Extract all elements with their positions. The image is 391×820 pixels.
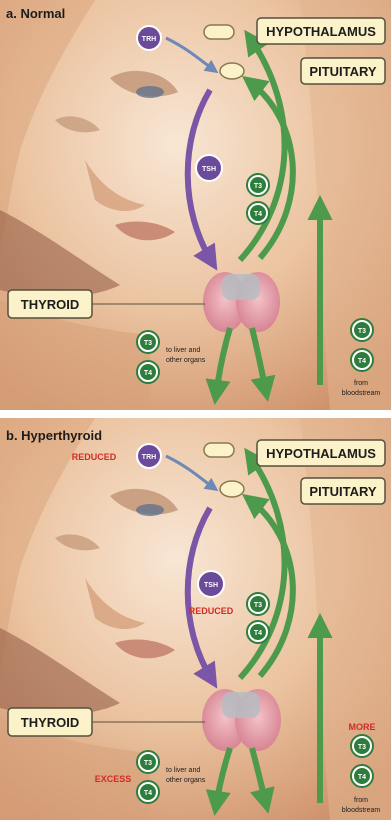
svg-text:T4: T4 (144, 370, 152, 377)
svg-text:T3: T3 (144, 340, 152, 347)
trachea (222, 274, 260, 300)
svg-text:T4: T4 (358, 358, 366, 365)
excess-label: EXCESS (95, 774, 132, 784)
pituitary-label: PITUITARY (309, 484, 376, 499)
blood-note-line1: from (354, 797, 368, 804)
blood-note-line2: bloodstream (342, 807, 381, 814)
hypothalamus-gland (204, 25, 234, 39)
svg-text:TSH: TSH (202, 166, 216, 173)
blood-note-line2: bloodstream (342, 390, 381, 397)
t3-badge-blood: T3 (351, 735, 373, 757)
tsh-reduced-label: REDUCED (189, 606, 234, 616)
t4-badge-blood: T4 (351, 765, 373, 787)
trh-badge: TRH (137, 26, 161, 50)
pituitary-gland (220, 63, 244, 79)
blood-note-line1: from (354, 380, 368, 387)
trh-badge: TRH (137, 444, 161, 468)
hypothalamus-label: HYPOTHALAMUS (266, 24, 376, 39)
t4-badge-organs: T4 (137, 781, 159, 803)
t3-badge-feedback: T3 (247, 593, 269, 615)
t3-badge-feedback: T3 (247, 174, 269, 196)
panel-title: a. Normal (6, 6, 65, 21)
trachea (222, 692, 260, 718)
t4-badge-feedback: T4 (247, 202, 269, 224)
t3-badge-blood: T3 (351, 319, 373, 341)
t4-badge-feedback: T4 (247, 621, 269, 643)
svg-text:T4: T4 (254, 630, 262, 637)
t4-badge-organs: T4 (137, 361, 159, 383)
tsh-badge: TSH (198, 571, 224, 597)
eye-iris (136, 504, 164, 516)
svg-text:T4: T4 (358, 774, 366, 781)
svg-text:T3: T3 (144, 760, 152, 767)
organs-note-line1: to liver and (166, 767, 200, 774)
svg-text:T4: T4 (144, 790, 152, 797)
panel-title: b. Hyperthyroid (6, 428, 102, 443)
eye-iris (136, 86, 164, 98)
t4-badge-blood: T4 (351, 349, 373, 371)
organs-note-line2: other organs (166, 357, 206, 364)
hypothalamus-gland (204, 443, 234, 457)
more-label: MORE (349, 722, 376, 732)
thyroid-label: THYROID (21, 715, 80, 730)
thyroid-label: THYROID (21, 297, 80, 312)
hypothalamus-label: HYPOTHALAMUS (266, 446, 376, 461)
svg-text:T3: T3 (254, 602, 262, 609)
pituitary-label: PITUITARY (309, 64, 376, 79)
t3-badge-organs: T3 (137, 751, 159, 773)
t3-badge-organs: T3 (137, 331, 159, 353)
panel-normal: a. Normal HYPOTHALAMUS PITUITARY THYROID… (0, 0, 391, 410)
svg-text:T4: T4 (254, 211, 262, 218)
svg-text:T3: T3 (358, 744, 366, 751)
svg-text:T3: T3 (358, 328, 366, 335)
panel-hyperthyroid: b. Hyperthyroid HYPOTHALAMUS PITUITARY T… (0, 418, 391, 820)
trh-reduced-label: REDUCED (72, 452, 117, 462)
tsh-badge: TSH (196, 155, 222, 181)
pituitary-gland (220, 481, 244, 497)
organs-note-line1: to liver and (166, 347, 200, 354)
svg-text:TSH: TSH (204, 582, 218, 589)
svg-text:T3: T3 (254, 183, 262, 190)
svg-text:TRH: TRH (142, 454, 156, 461)
organs-note-line2: other organs (166, 777, 206, 784)
svg-text:TRH: TRH (142, 36, 156, 43)
